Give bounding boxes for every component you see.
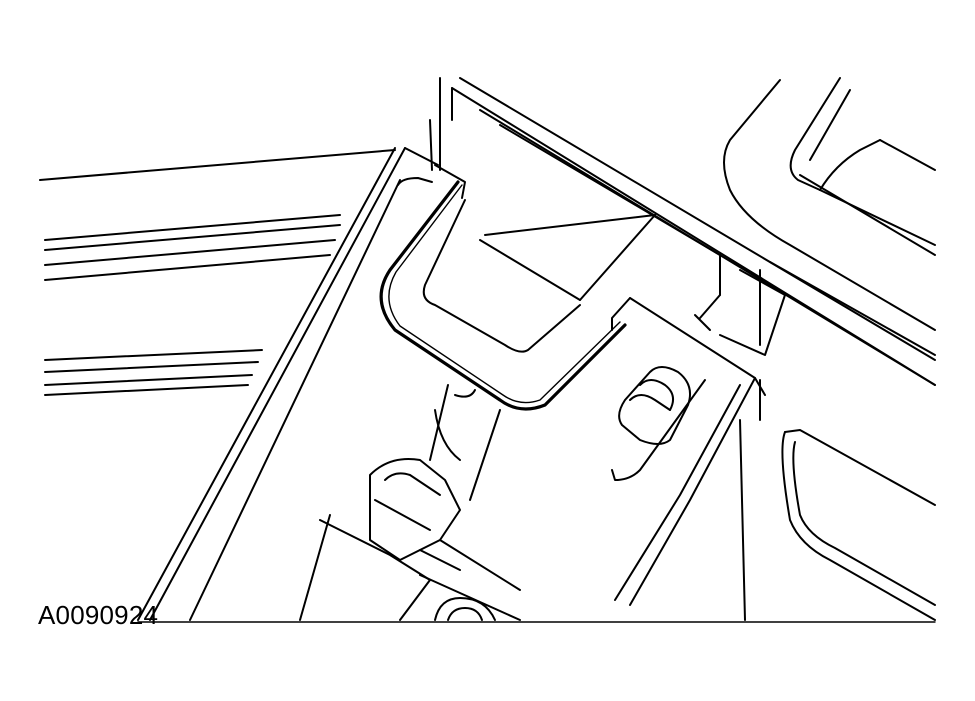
mounting-plate xyxy=(611,297,766,621)
center-frame xyxy=(137,77,441,621)
latch-bracket xyxy=(379,164,656,411)
top-right-cover xyxy=(723,77,936,331)
pin-knob xyxy=(618,366,691,445)
bottom-bolt xyxy=(434,597,496,621)
strut-rod xyxy=(299,384,521,621)
left-panel-lines xyxy=(39,149,396,396)
figure-id-label: A0090924 xyxy=(38,600,159,630)
upper-housing xyxy=(451,77,936,386)
lower-right-panel xyxy=(781,429,936,621)
